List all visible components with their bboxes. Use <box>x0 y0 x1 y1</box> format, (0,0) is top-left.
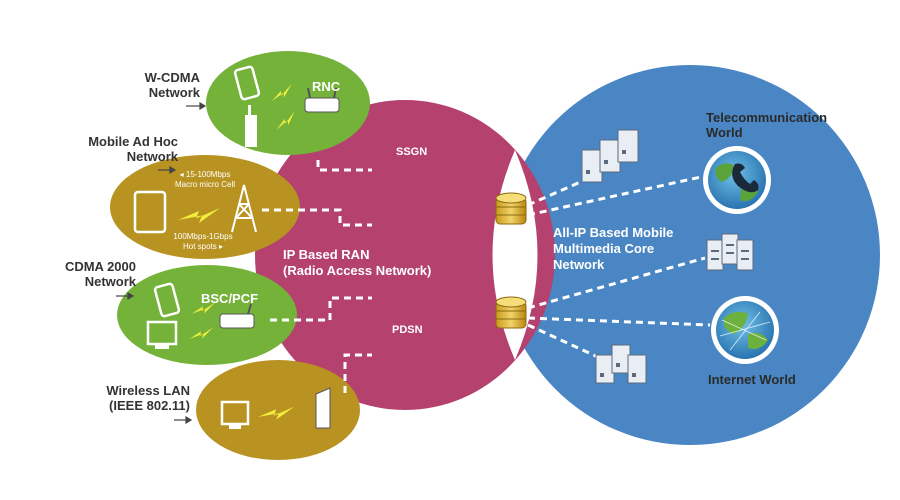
monitor-icon <box>146 320 178 349</box>
ran-ellipse <box>255 100 555 410</box>
internet-globe-icon <box>711 296 779 364</box>
server-cluster-bottom-icon <box>595 344 647 384</box>
tower-icon <box>245 105 257 147</box>
wlan-network-cloud <box>196 360 360 460</box>
rnc-router-icon <box>304 87 340 113</box>
phone-icon <box>153 282 181 318</box>
pdsn-label: PDSN <box>392 324 423 336</box>
bsc-router-icon <box>219 303 255 329</box>
adhoc-bottom-note: 100Mbps-1Gbps Hot spots ▸ <box>173 232 233 251</box>
cdma2000-network-cloud <box>117 265 297 365</box>
wlan-label: Wireless LAN (IEEE 802.11) <box>106 383 190 413</box>
cdma2000-label: CDMA 2000 Network <box>64 259 136 289</box>
telecom-globe-icon <box>703 146 771 214</box>
router-top-icon <box>495 192 527 225</box>
ran-label: IP Based RAN (Radio Access Network) <box>283 247 432 278</box>
tower-icon <box>231 184 257 233</box>
wcdma-label: W-CDMA Network <box>144 70 200 100</box>
router-bottom-icon <box>495 296 527 329</box>
wcdma-network-cloud <box>206 51 370 155</box>
sgsn-label: SSGN <box>396 146 428 158</box>
label-arrows <box>116 101 207 425</box>
access-point-icon <box>315 387 331 429</box>
phone-icon <box>233 65 261 101</box>
bsc-pcf-label: BSC/PCF <box>201 291 259 306</box>
telecom-world-label: Telecommunication World <box>706 110 828 140</box>
core-label: All-IP Based Mobile Multimedia Core Netw… <box>553 225 674 272</box>
internet-world-label: Internet World <box>708 372 796 387</box>
server-cluster-mid-icon <box>706 233 754 271</box>
ran-links <box>262 160 372 393</box>
core-links <box>527 173 711 360</box>
rnc-label: RNC <box>312 79 341 94</box>
telephone-icon <box>732 163 759 193</box>
server-cluster-top-icon <box>581 129 639 183</box>
monitor-icon <box>220 400 250 429</box>
adhoc-label: Mobile Ad Hoc Network <box>88 134 178 164</box>
tablet-icon <box>133 190 167 234</box>
adhoc-top-note: ◂ 15-100Mbps Macro micro Cell <box>174 170 235 189</box>
